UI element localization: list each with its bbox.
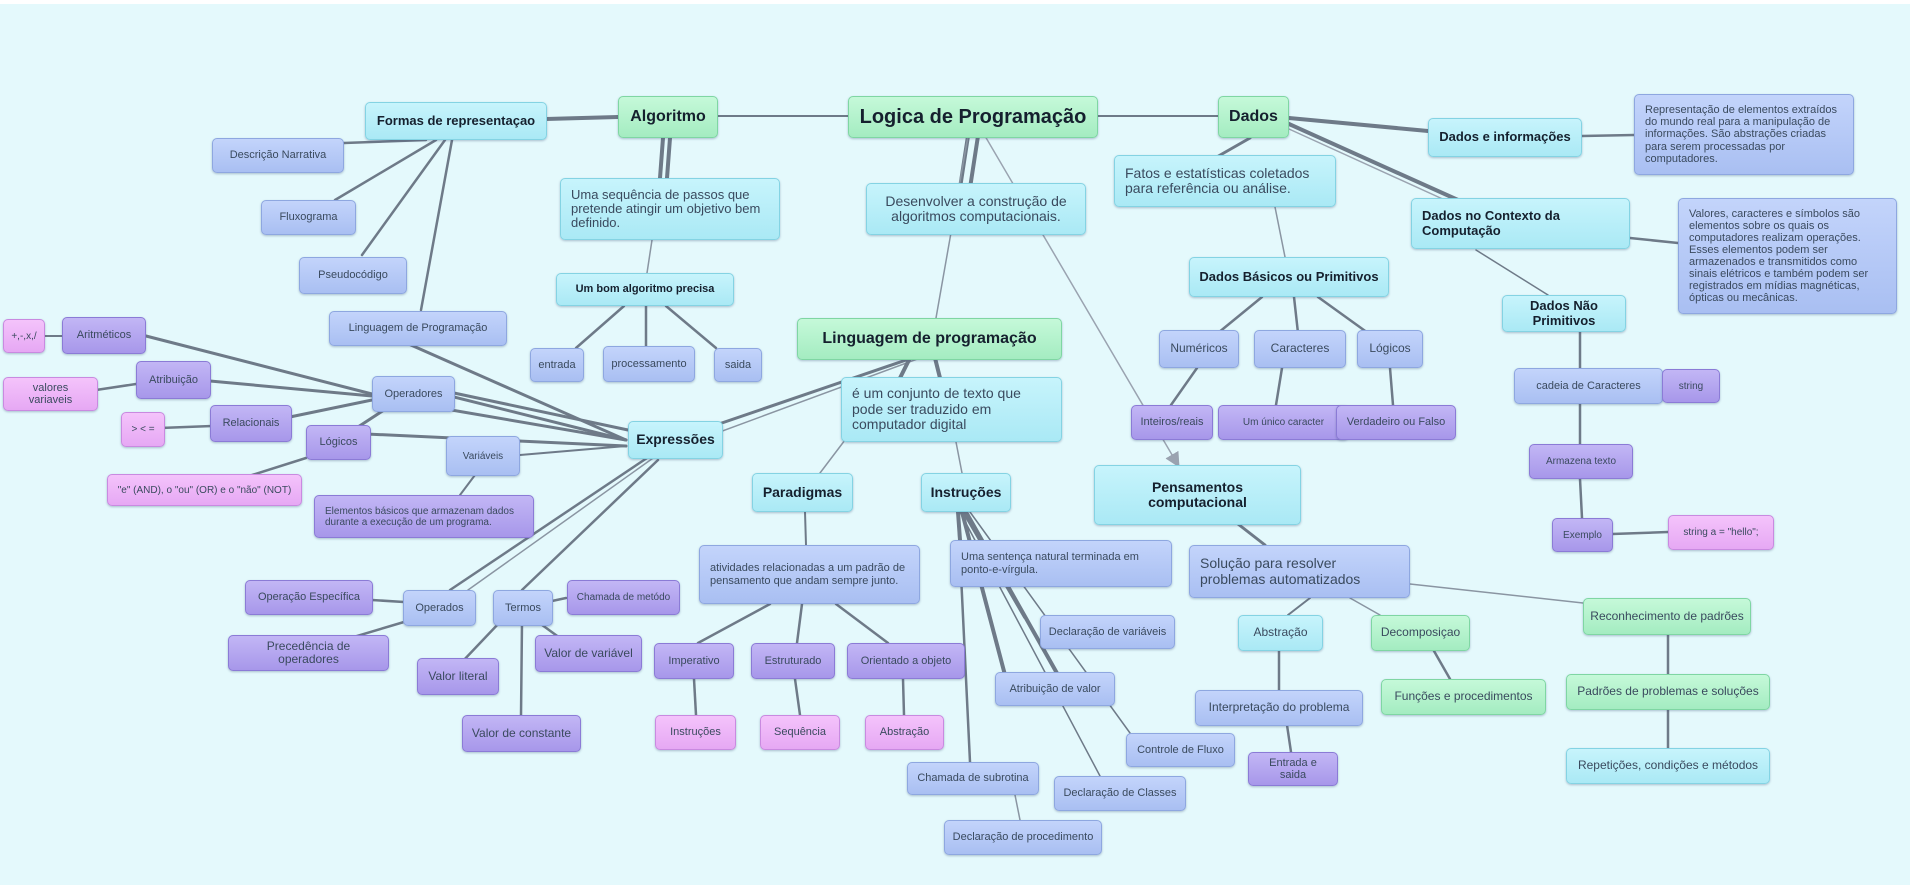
node-termos[interactable]: Termos: [493, 590, 553, 626]
top-bar: [0, 0, 1910, 4]
node-dados-basicos[interactable]: Dados Básicos ou Primitivos: [1189, 257, 1389, 297]
node-paradigmas-definicao[interactable]: atividades relacionadas a um padrão de p…: [699, 545, 920, 604]
node-algoritmo[interactable]: Algoritmo: [618, 96, 718, 138]
node-saida[interactable]: saida: [714, 348, 762, 382]
node-dados-no-contexto[interactable]: Dados no Contexto da Computação: [1411, 198, 1630, 249]
node-string[interactable]: string: [1662, 369, 1720, 403]
node-paradigmas[interactable]: Paradigmas: [752, 473, 853, 512]
node-string-exemplo[interactable]: string a = "hello";: [1668, 515, 1774, 550]
node-fluxograma[interactable]: Fluxograma: [261, 200, 356, 235]
node-bom-algoritmo[interactable]: Um bom algoritmo precisa: [556, 273, 734, 306]
node-valor-literal[interactable]: Valor literal: [417, 658, 499, 695]
node-funcoes-e-procedimentos[interactable]: Funções e procedimentos: [1381, 679, 1546, 715]
node-dados[interactable]: Dados: [1218, 96, 1289, 138]
node-valor-de-constante[interactable]: Valor de constante: [462, 715, 581, 752]
node-declaracao-de-variaveis[interactable]: Declaração de variáveis: [1040, 615, 1175, 649]
node-logicos-exemplo[interactable]: "e" (AND), o "ou" (OR) e o "não" (NOT): [107, 474, 302, 506]
node-linguagem-de-programacao[interactable]: Linguagem de programação: [797, 318, 1062, 360]
node-logica-de-programacao[interactable]: Logica de Programação: [848, 96, 1098, 138]
node-formas-de-representacao[interactable]: Formas de representaçao: [365, 102, 547, 140]
node-entrada-e-saida[interactable]: Entrada e saida: [1248, 752, 1338, 786]
node-pensamentos-computacional[interactable]: Pensamentos computacional: [1094, 465, 1301, 525]
node-instrucoes[interactable]: Instruções: [921, 473, 1011, 512]
node-operadores[interactable]: Operadores: [372, 376, 455, 412]
node-padroes-de-problemas[interactable]: Padrões de problemas e soluções: [1566, 674, 1770, 710]
node-instrucoes-leaf[interactable]: Instruções: [655, 715, 736, 750]
node-dados-e-informacoes[interactable]: Dados e informações: [1428, 118, 1582, 157]
node-decomposicao[interactable]: Decomposiçao: [1371, 615, 1470, 651]
node-linguagem-definicao[interactable]: é um conjunto de texto que pode ser trad…: [841, 377, 1062, 442]
node-declaracao-de-classes[interactable]: Declaração de Classes: [1054, 776, 1186, 811]
node-interpretacao-do-problema[interactable]: Interpretação do problema: [1195, 690, 1363, 726]
node-pseudocodigo[interactable]: Pseudocódigo: [299, 257, 407, 294]
node-inteiros-reais[interactable]: Inteiros/reais: [1131, 405, 1213, 440]
node-instrucoes-definicao[interactable]: Uma sentença natural terminada em ponto-…: [950, 540, 1172, 587]
node-descricao-narrativa[interactable]: Descrição Narrativa: [212, 138, 344, 173]
node-entrada[interactable]: entrada: [530, 348, 584, 382]
node-declaracao-de-procedimento[interactable]: Declaração de procedimento: [944, 820, 1102, 855]
node-operacao-especifica[interactable]: Operação Específica: [245, 580, 373, 615]
node-dados-no-contexto-definicao[interactable]: Valores, caracteres e símbolos são eleme…: [1678, 198, 1897, 314]
node-armazena-texto[interactable]: Armazena texto: [1529, 444, 1633, 479]
node-solucao[interactable]: Solução para resolver problemas automati…: [1189, 545, 1410, 598]
node-operados[interactable]: Operados: [403, 590, 476, 626]
node-desenvolver[interactable]: Desenvolver a construção de algoritmos c…: [866, 183, 1086, 235]
node-logicos-operador[interactable]: Lógicos: [306, 425, 371, 460]
node-algoritmo-definicao[interactable]: Uma sequência de passos que pretende ati…: [560, 178, 780, 240]
node-variaveis[interactable]: Variáveis: [446, 436, 520, 476]
node-relacionais-exemplo[interactable]: > < =: [121, 412, 165, 447]
node-logicos[interactable]: Lógicos: [1357, 330, 1423, 368]
node-verdadeiro-ou-falso[interactable]: Verdadeiro ou Falso: [1336, 405, 1456, 440]
node-chamada-de-metodo[interactable]: Chamada de metódo: [567, 580, 680, 615]
node-dados-e-informacoes-definicao[interactable]: Representação de elementos extraídos do …: [1634, 94, 1854, 175]
node-aritmeticos-exemplo[interactable]: +,-,x,/: [3, 319, 45, 353]
node-relacionais[interactable]: Relacionais: [210, 405, 292, 442]
node-orientado-a-objeto[interactable]: Orientado a objeto: [847, 643, 965, 679]
node-abstracao-leaf[interactable]: Abstração: [865, 715, 944, 750]
node-processamento[interactable]: processamento: [603, 346, 695, 382]
node-dados-nao-primitivos[interactable]: Dados Não Primitivos: [1502, 295, 1626, 332]
node-atribuicao-de-valor[interactable]: Atribuição de valor: [995, 672, 1115, 706]
node-variaveis-definicao[interactable]: Elementos básicos que armazenam dados du…: [314, 495, 534, 538]
node-caracteres[interactable]: Caracteres: [1254, 330, 1346, 368]
node-aritmeticos[interactable]: Aritméticos: [62, 317, 146, 354]
node-imperativo[interactable]: Imperativo: [654, 643, 734, 679]
node-estruturado[interactable]: Estruturado: [751, 643, 835, 679]
node-valores-variaveis[interactable]: valores variaveis: [3, 377, 98, 411]
node-cadeia-de-caracteres[interactable]: cadeia de Caracteres: [1514, 368, 1663, 404]
node-numericos[interactable]: Numéricos: [1159, 330, 1239, 368]
node-dados-fatos[interactable]: Fatos e estatísticas coletados para refe…: [1114, 155, 1336, 207]
node-valor-de-variavel[interactable]: Valor de variável: [535, 635, 642, 672]
node-linguagem-de-programacao-item[interactable]: Linguagem de Programação: [329, 311, 507, 346]
node-controle-de-fluxo[interactable]: Controle de Fluxo: [1126, 733, 1235, 767]
node-sequencia[interactable]: Sequência: [760, 715, 840, 750]
node-chamada-de-subrotina[interactable]: Chamada de subrotina: [907, 762, 1039, 795]
node-um-unico-caracter[interactable]: Um único caracter: [1218, 405, 1349, 440]
node-atribuicao[interactable]: Atribuição: [136, 361, 211, 399]
node-precedencia-de-operadores[interactable]: Precedência de operadores: [228, 635, 389, 671]
node-repeticoes-condicoes-metodos[interactable]: Repetições, condições e métodos: [1566, 748, 1770, 784]
node-abstracao[interactable]: Abstração: [1238, 615, 1323, 651]
node-reconhecimento-de-padroes[interactable]: Reconhecimento de padrões: [1583, 598, 1751, 635]
node-exemplo[interactable]: Exemplo: [1552, 518, 1613, 552]
node-expressoes[interactable]: Expressões: [628, 421, 723, 459]
